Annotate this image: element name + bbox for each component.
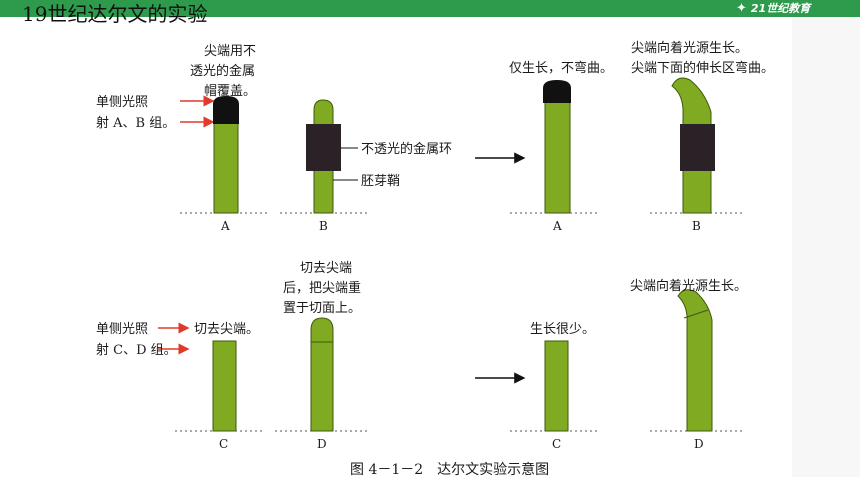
result-c-label: 生长很少。 <box>530 322 595 337</box>
result-d-label: 尖端向着光源生长。 <box>630 278 747 294</box>
replace-label-3: 置于切面上。 <box>283 301 361 316</box>
letter-c: C <box>219 437 228 451</box>
cap-label-2: 透光的金属 <box>190 63 255 79</box>
cap-label-1: 尖端用不 <box>204 44 256 59</box>
light-label-ab-1: 单侧光照 <box>96 95 148 110</box>
replace-label-2: 后，把尖端重 <box>283 280 361 296</box>
seedling-d-result <box>677 289 713 432</box>
light-label-ab-2: 射 A、B 组。 <box>96 115 175 131</box>
letter-d: D <box>317 437 327 451</box>
cap-label-3: 帽覆盖。 <box>204 83 256 99</box>
letter-b: B <box>319 219 328 233</box>
side-panel-edge <box>792 17 860 477</box>
light-label-cd-1: 单侧光照 <box>96 322 148 337</box>
seedling-c <box>212 340 237 432</box>
cut-label: 切去尖端。 <box>194 322 259 337</box>
letter-a-result: A <box>552 219 562 233</box>
metal-ring-b-result <box>680 124 715 171</box>
figure-caption: 图 4－1－2 达尔文实验示意图 <box>350 461 549 478</box>
brand-logo: ✦ 21世纪教育 <box>736 0 810 17</box>
metal-ring-b <box>306 124 341 171</box>
letter-b-result: B <box>692 219 701 233</box>
ring-label: 不透光的金属环 <box>361 141 452 157</box>
metal-cap-a-result <box>543 80 571 103</box>
page-title: 19世纪达尔文的实验 <box>22 2 208 26</box>
cut-line-d-result <box>683 309 709 319</box>
logo-text: 21世纪教育 <box>750 2 811 15</box>
sheath-label: 胚芽鞘 <box>361 174 400 189</box>
light-label-cd-2: 射 C、D 组。 <box>96 342 177 358</box>
letter-a: A <box>220 219 230 233</box>
result-a-label: 仅生长，不弯曲。 <box>509 60 613 76</box>
header-bar <box>0 0 860 17</box>
runner-icon: ✦ <box>736 1 747 16</box>
letter-c-result: C <box>552 437 561 451</box>
metal-cap-a <box>213 96 239 124</box>
result-b-label-2: 尖端下面的伸长区弯曲。 <box>631 60 774 76</box>
seedling-a <box>213 112 239 214</box>
seedling-c-result <box>544 340 569 432</box>
seedling-a-result <box>544 97 571 214</box>
result-b-label-1: 尖端向着光源生长。 <box>631 40 748 56</box>
replace-label-1: 切去尖端 <box>300 261 352 276</box>
seedling-d <box>310 317 334 432</box>
letter-d-result: D <box>694 437 704 451</box>
